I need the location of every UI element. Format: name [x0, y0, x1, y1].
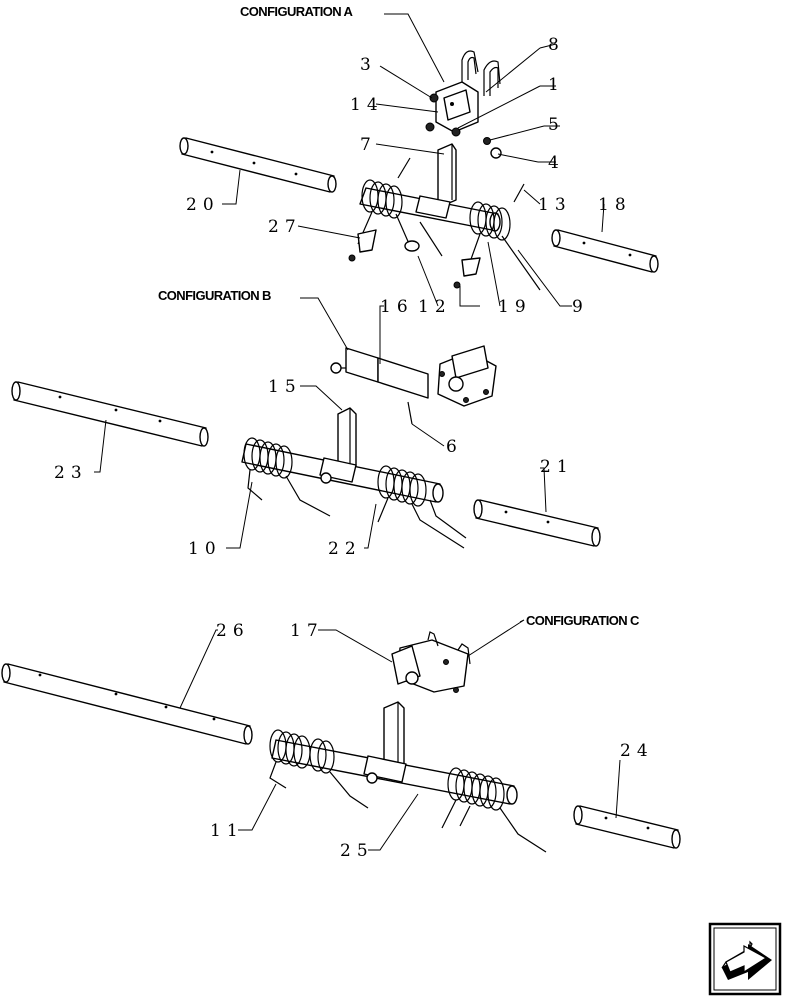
callout-26: 26 [216, 621, 250, 641]
coils-c [269, 729, 505, 811]
callout-24: 24 [620, 741, 654, 761]
callout-19: 19 [498, 297, 532, 317]
callout-9: 9 [572, 297, 589, 317]
callout-13: 13 [538, 195, 572, 215]
callout-27: 27 [268, 217, 302, 237]
u-bolts-a [461, 50, 501, 96]
coils-a [361, 179, 511, 241]
callout-20: 20 [186, 195, 220, 215]
callout-3: 3 [360, 55, 377, 75]
callout-7: 7 [360, 135, 377, 155]
callout-25: 25 [340, 841, 374, 861]
pin-a-right [513, 183, 525, 203]
configuration-a-label: CONFIGURATION A [240, 4, 354, 19]
configuration-b-label: CONFIGURATION B [158, 288, 271, 303]
callout-23: 23 [54, 463, 88, 483]
sleeve-b [330, 347, 429, 399]
callout-22: 22 [328, 539, 362, 559]
rod-26 [1, 663, 253, 745]
callout-15: 15 [268, 377, 302, 397]
callout-5: 5 [548, 115, 565, 135]
spring-tube-c [271, 739, 518, 805]
callout-21: 21 [540, 457, 574, 477]
rod-23 [11, 381, 209, 447]
callout-17: 17 [290, 621, 324, 641]
configuration-b-assembly [11, 345, 601, 549]
pin-a-left [397, 157, 411, 179]
callout-11: 11 [210, 821, 244, 841]
callout-8: 8 [548, 35, 565, 55]
coils-b [243, 437, 427, 507]
next-page-arrow-icon[interactable] [708, 922, 782, 996]
callout-1: 1 [548, 75, 565, 95]
bolt-5-4 [483, 137, 502, 159]
bracket-a [425, 81, 479, 137]
callout-6: 6 [446, 437, 463, 457]
tines-b [247, 469, 467, 549]
callout-18: 18 [598, 195, 632, 215]
tines-c [269, 761, 547, 853]
rod-18 [551, 229, 659, 273]
configuration-a-assembly [179, 50, 659, 291]
callout-12: 12 [418, 297, 452, 317]
callout-10: 10 [188, 539, 222, 559]
configuration-c-label: CONFIGURATION C [526, 613, 640, 628]
configuration-c-assembly [1, 631, 681, 853]
spring-tube-a [359, 187, 501, 232]
bracket-b [437, 345, 497, 407]
callout-16: 16 [380, 297, 414, 317]
tines-a [357, 211, 541, 291]
rod-24 [573, 805, 681, 849]
callout-4: 4 [548, 153, 565, 173]
rod-20 [179, 137, 337, 193]
pin-b [407, 401, 413, 425]
bracket-c [391, 631, 471, 693]
rod-21 [473, 499, 601, 547]
clamp-a [348, 229, 481, 289]
callout-14: 14 [350, 95, 384, 115]
leader-lines [94, 13, 621, 851]
